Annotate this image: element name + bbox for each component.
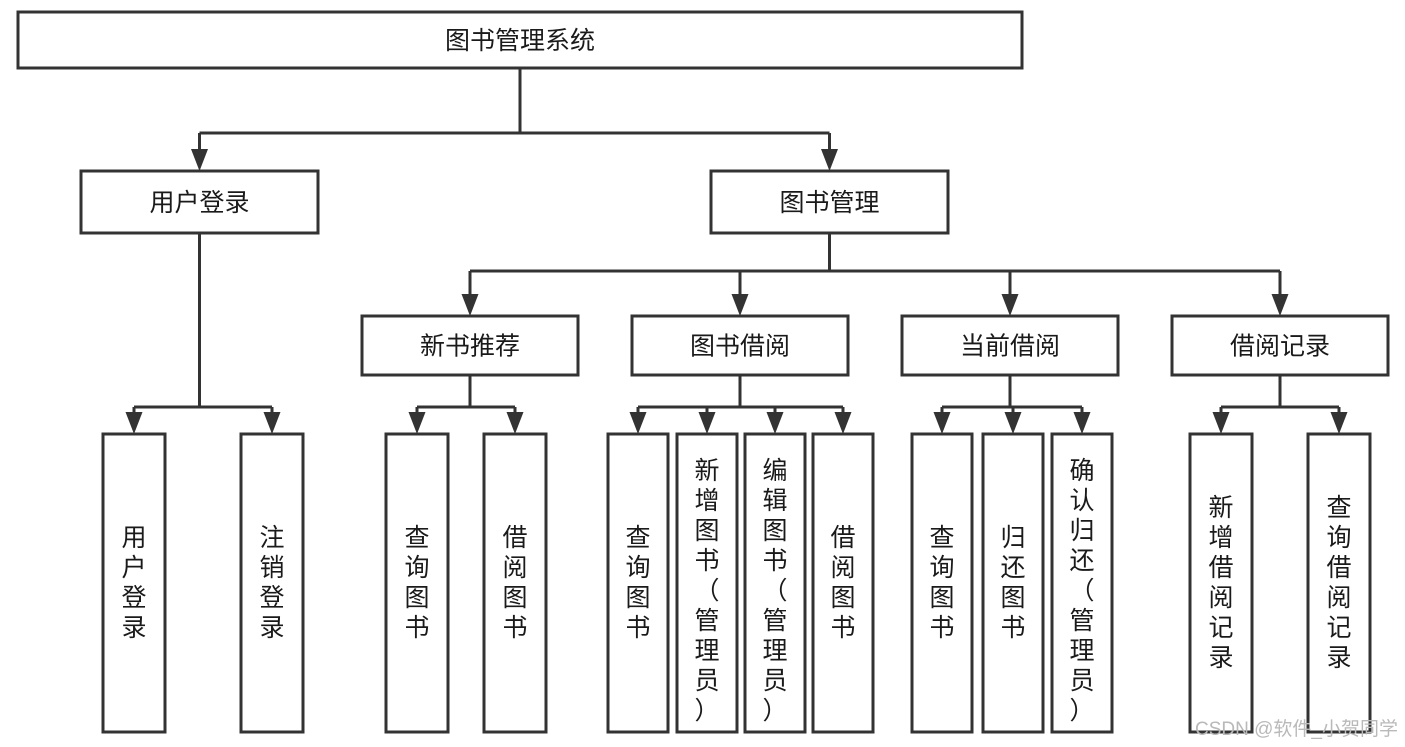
node-box-leaf-query-record [1306,432,1372,734]
connector-group-new-book-rec [408,375,524,434]
node-label-new-book-rec: 新书推荐 [420,333,520,361]
arrow-head-leaf-query-book-borrow [629,412,647,434]
connector-group-book-borrow [629,375,852,434]
node-user-login[interactable]: 用户登录 [79,169,320,235]
arrow-head-leaf-confirm-return [1073,412,1091,434]
node-new-book-rec[interactable]: 新书推荐 [360,314,580,377]
node-box-leaf-add-record [1188,432,1254,734]
node-label-user-login: 用户登录 [149,189,249,217]
node-label-leaf-user-login: 用户登录 [121,524,146,642]
node-root[interactable]: 图书管理系统 [16,10,1024,70]
node-leaf-query-book-cur[interactable]: 查询图书 [910,432,974,734]
csdn-watermark: CSDN @软件_小贺同学 [1195,718,1398,740]
connector-group-borrow-record [1212,375,1348,434]
connector-group-current-borrow [933,375,1091,434]
arrow-head-book-borrow [731,294,749,316]
node-book-manage[interactable]: 图书管理 [709,169,950,235]
node-label-leaf-logout: 注销登录 [259,524,284,642]
arrow-head-current-borrow [1001,294,1019,316]
arrow-head-leaf-query-book-cur [933,412,951,434]
node-label-book-borrow: 图书借阅 [690,333,790,361]
connector-group-book-manage [461,233,1289,316]
node-label-leaf-edit-book: 编辑图书（管理员） [762,457,787,725]
node-box-leaf-query-book-rec [384,432,450,734]
node-box-user-login [79,169,320,235]
arrow-head-leaf-edit-book [766,412,784,434]
node-label-borrow-record: 借阅记录 [1230,333,1330,361]
node-label-leaf-add-book: 新增图书（管理员） [694,457,719,725]
node-borrow-record[interactable]: 借阅记录 [1170,314,1390,377]
node-leaf-add-book[interactable]: 新增图书（管理员） [675,432,739,734]
arrow-head-leaf-query-record [1330,412,1348,434]
node-leaf-edit-book[interactable]: 编辑图书（管理员） [743,432,807,734]
arrow-head-leaf-user-login [125,412,143,434]
node-label-leaf-borrow-book-rec: 借阅图书 [502,524,527,642]
node-box-leaf-query-book-cur [910,432,974,734]
node-box-root [16,10,1024,70]
node-leaf-query-record[interactable]: 查询借阅记录 [1306,432,1372,734]
node-label-leaf-query-record: 查询借阅记录 [1326,494,1351,672]
node-box-leaf-query-book-borrow [606,432,670,734]
node-label-leaf-borrow-book: 借阅图书 [830,524,855,642]
arrow-head-leaf-borrow-book [834,412,852,434]
arrow-head-borrow-record [1271,294,1289,316]
nodes-layer: 图书管理系统用户登录图书管理新书推荐图书借阅当前借阅借阅记录用户登录注销登录查询… [16,10,1390,734]
arrow-head-user-login [191,149,208,171]
arrow-head-leaf-logout [263,412,281,434]
connector-group-root [191,68,838,171]
node-leaf-return-book[interactable]: 归还图书 [981,432,1045,734]
node-leaf-borrow-book-rec[interactable]: 借阅图书 [482,432,548,734]
node-leaf-query-book-rec[interactable]: 查询图书 [384,432,450,734]
node-label-leaf-confirm-return: 确认归还（管理员） [1069,457,1094,725]
node-leaf-query-book-borrow[interactable]: 查询图书 [606,432,670,734]
node-box-leaf-logout [239,432,305,734]
node-label-current-borrow: 当前借阅 [960,333,1060,361]
node-leaf-borrow-book[interactable]: 借阅图书 [811,432,875,734]
node-leaf-add-record[interactable]: 新增借阅记录 [1188,432,1254,734]
node-box-leaf-confirm-return [1050,432,1114,734]
edges-layer [125,68,1348,434]
node-box-leaf-edit-book [743,432,807,734]
node-label-leaf-query-book-cur: 查询图书 [929,524,954,642]
arrow-head-leaf-add-book [698,412,716,434]
node-leaf-user-login[interactable]: 用户登录 [101,432,167,734]
node-box-new-book-rec [360,314,580,377]
node-box-book-manage [709,169,950,235]
node-label-leaf-return-book: 归还图书 [1000,524,1025,642]
node-label-book-manage: 图书管理 [779,189,879,217]
node-leaf-logout[interactable]: 注销登录 [239,432,305,734]
node-box-leaf-borrow-book [811,432,875,734]
node-book-borrow[interactable]: 图书借阅 [630,314,850,377]
arrow-head-leaf-add-record [1212,412,1230,434]
node-box-leaf-user-login [101,432,167,734]
node-label-root: 图书管理系统 [445,27,595,55]
node-label-leaf-query-book-rec: 查询图书 [404,524,429,642]
node-box-book-borrow [630,314,850,377]
arrow-head-leaf-borrow-book-rec [506,412,524,434]
node-box-leaf-borrow-book-rec [482,432,548,734]
arrow-head-new-book-rec [461,294,479,316]
arrow-head-book-manage [821,149,838,171]
node-label-leaf-add-record: 新增借阅记录 [1208,494,1233,672]
connector-group-user-login [125,233,281,434]
arrow-head-leaf-return-book [1004,412,1022,434]
node-box-current-borrow [900,314,1120,377]
node-box-leaf-return-book [981,432,1045,734]
node-box-leaf-add-book [675,432,739,734]
node-label-leaf-query-book-borrow: 查询图书 [625,524,650,642]
node-box-borrow-record [1170,314,1390,377]
arrow-head-leaf-query-book-rec [408,412,426,434]
node-leaf-confirm-return[interactable]: 确认归还（管理员） [1050,432,1114,734]
node-current-borrow[interactable]: 当前借阅 [900,314,1120,377]
